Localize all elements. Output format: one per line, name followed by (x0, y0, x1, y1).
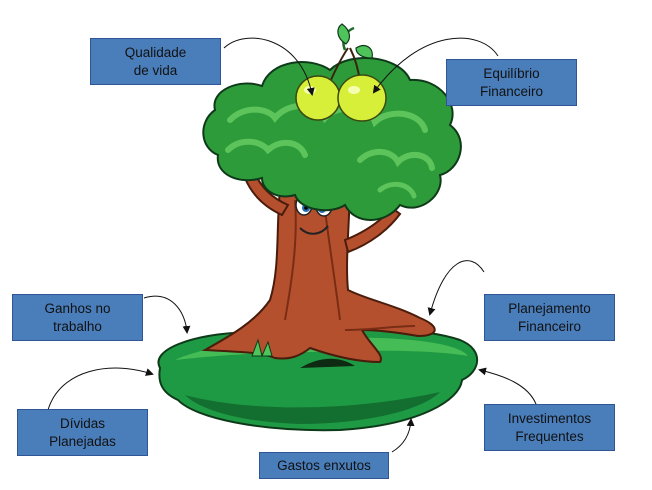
arrow-planejamento (427, 260, 485, 316)
arrow-investimentos (478, 367, 537, 405)
tree-canopy (202, 57, 462, 221)
label-dividas-planejadas: Dívidas Planejadas (17, 409, 148, 456)
label-ganhos-no-trabalho: Ganhos no trabalho (12, 294, 143, 341)
arrow-ganhos (143, 295, 191, 334)
arrow-qualidade (223, 37, 315, 96)
arrow-dividas (47, 367, 154, 411)
arrows (47, 37, 537, 453)
label-investimentos-frequentes: Investimentos Frequentes (484, 404, 615, 451)
arrow-equilibrio (372, 37, 499, 94)
label-qualidade-de-vida: Qualidade de vida (90, 38, 221, 85)
label-gastos-enxutos: Gastos enxutos (259, 452, 389, 479)
label-equilibrio-financeiro: Equilíbrio Financeiro (446, 59, 577, 106)
label-planejamento-financeiro: Planejamento Financeiro (484, 294, 615, 341)
arrow-gastos (391, 418, 415, 453)
